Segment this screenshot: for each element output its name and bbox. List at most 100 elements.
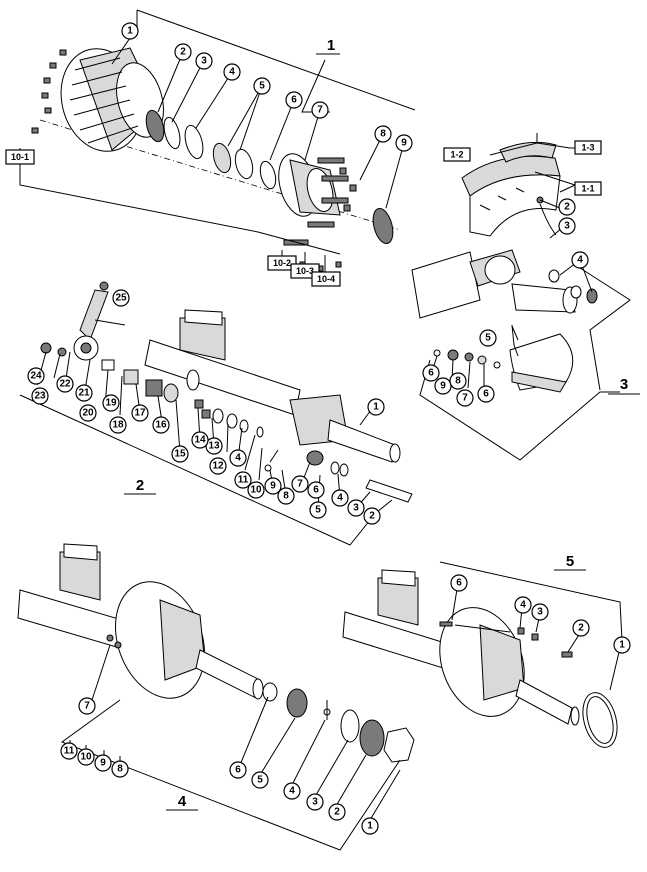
box-1-2: 1-2 (443, 147, 471, 162)
svg-text:2: 2 (180, 47, 186, 58)
svg-text:4: 4 (235, 453, 241, 464)
camshaft (365, 479, 413, 503)
spring (94, 319, 126, 326)
group-1-box-labels: 10-1 10-2 10-3 10-4 (5, 149, 341, 287)
callout-6: 6 (307, 481, 325, 499)
svg-text:7: 7 (317, 105, 323, 116)
svg-text:1: 1 (327, 37, 335, 54)
group-3-box-labels: 1-2 1-3 1-1 (443, 140, 602, 196)
callout-12: 12 (209, 457, 227, 475)
hub-nut (383, 727, 415, 763)
callout-11: 11 (60, 742, 78, 760)
svg-text:5: 5 (566, 553, 574, 570)
svg-text:2: 2 (578, 623, 584, 634)
svg-text:2: 2 (369, 511, 375, 522)
callout-10: 10 (247, 481, 265, 499)
svg-text:10-3: 10-3 (296, 266, 314, 276)
callout-24: 24 (27, 367, 45, 385)
svg-text:5: 5 (259, 81, 265, 92)
svg-text:8: 8 (117, 764, 123, 775)
callout-7: 7 (78, 697, 96, 715)
svg-text:4: 4 (289, 786, 295, 797)
svg-text:3: 3 (620, 376, 628, 393)
svg-text:17: 17 (134, 408, 146, 419)
svg-text:21: 21 (78, 388, 90, 399)
group-4-label: 4 (166, 793, 198, 811)
callout-5: 5 (479, 329, 497, 347)
callout-6: 6 (422, 364, 440, 382)
group-1-callouts: 1 2 3 4 5 6 7 8 9 (121, 22, 413, 152)
svg-text:1: 1 (619, 640, 625, 651)
svg-text:23: 23 (34, 391, 46, 402)
svg-text:4: 4 (577, 255, 583, 266)
callout-1: 1 (613, 636, 631, 654)
svg-text:24: 24 (30, 371, 42, 382)
callout-15: 15 (171, 445, 189, 463)
svg-text:9: 9 (270, 481, 276, 492)
svg-text:11: 11 (238, 475, 249, 486)
callout-3: 3 (306, 793, 324, 811)
callout-6b: 6 (477, 385, 495, 403)
svg-text:2: 2 (564, 202, 570, 213)
callout-7: 7 (456, 389, 474, 407)
svg-text:8: 8 (455, 376, 461, 387)
svg-text:4: 4 (229, 67, 235, 78)
ring (163, 116, 181, 150)
callout-23: 23 (31, 387, 49, 405)
group-2-axle (19, 281, 413, 546)
brake-drum (60, 47, 164, 152)
svg-text:14: 14 (194, 435, 206, 446)
svg-text:16: 16 (155, 420, 167, 431)
group-5-callouts: 1 2 3 4 6 (450, 574, 631, 654)
callout-5: 5 (251, 771, 269, 789)
svg-text:10: 10 (250, 485, 262, 496)
svg-text:6: 6 (428, 368, 434, 379)
svg-text:1: 1 (127, 26, 133, 37)
svg-text:18: 18 (112, 420, 124, 431)
slack-adjuster (73, 281, 109, 361)
svg-text:10-2: 10-2 (273, 258, 291, 268)
callout-1: 1 (367, 398, 385, 416)
callout-7: 7 (311, 101, 329, 119)
callout-2: 2 (363, 507, 381, 525)
callout-22: 22 (56, 375, 74, 393)
svg-text:25: 25 (115, 293, 127, 304)
hub-cap (359, 719, 385, 757)
group-3-callouts: 2 3 4 5 6 9 8 7 6 (422, 198, 589, 407)
callout-11: 11 (234, 471, 252, 489)
callout-14: 14 (191, 431, 209, 449)
o-ring (340, 709, 360, 743)
callout-4: 4 (514, 596, 532, 614)
svg-text:3: 3 (564, 221, 570, 232)
callout-3: 3 (531, 603, 549, 621)
svg-text:6: 6 (483, 389, 489, 400)
callout-19: 19 (102, 394, 120, 412)
callout-3: 3 (347, 499, 365, 517)
box-10-2: 10-2 (267, 255, 297, 271)
bearing (212, 142, 232, 174)
svg-text:5: 5 (315, 505, 321, 516)
callout-8: 8 (277, 487, 295, 505)
group-1-label: 1 (316, 37, 340, 55)
callout-18: 18 (109, 416, 127, 434)
callout-17: 17 (131, 404, 149, 422)
svg-text:20: 20 (82, 408, 94, 419)
svg-text:2: 2 (334, 807, 340, 818)
svg-text:1: 1 (373, 402, 379, 413)
callout-5: 5 (253, 77, 271, 95)
callout-9: 9 (434, 377, 452, 395)
svg-text:6: 6 (291, 95, 297, 106)
svg-text:1-3: 1-3 (581, 143, 594, 153)
callout-1: 1 (361, 817, 379, 835)
box-10-4: 10-4 (311, 271, 341, 287)
svg-text:6: 6 (456, 578, 462, 589)
callout-21: 21 (75, 384, 93, 402)
svg-text:7: 7 (84, 701, 90, 712)
svg-text:4: 4 (337, 493, 343, 504)
group-3-brake-shoes (411, 133, 631, 461)
svg-text:6: 6 (313, 485, 319, 496)
callout-13: 13 (205, 437, 223, 455)
callout-4: 4 (571, 251, 589, 269)
svg-text:1: 1 (367, 821, 373, 832)
